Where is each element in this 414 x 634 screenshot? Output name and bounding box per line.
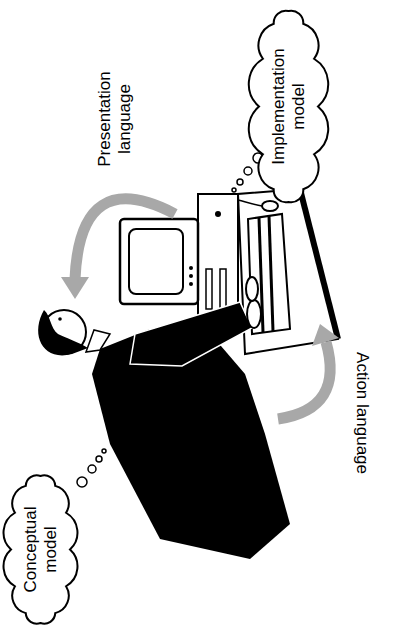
flow-arrows [61, 199, 339, 419]
power-button [215, 211, 221, 217]
mouse [262, 201, 278, 211]
eye [58, 317, 62, 321]
thought-bubble [102, 449, 106, 453]
hand [247, 300, 261, 328]
arrowhead [312, 324, 339, 346]
monitor-knob [189, 274, 193, 278]
thought-bubble [244, 167, 252, 175]
monitor [120, 219, 198, 304]
desk-edge [300, 189, 338, 339]
system-unit [198, 194, 238, 319]
person [38, 277, 290, 559]
drive-slot [220, 269, 226, 309]
desk [238, 189, 338, 354]
arrowhead [61, 277, 89, 299]
monitor-knob [189, 282, 193, 286]
arm [130, 302, 252, 366]
cloud-border [4, 475, 78, 623]
desk-top [238, 189, 338, 354]
thought-bubble [88, 465, 96, 473]
thought-bubble [96, 456, 102, 462]
arrow-label: Action language [352, 352, 372, 474]
thought-bubble [237, 179, 243, 185]
shirt-collar [86, 330, 110, 352]
key-row [269, 216, 273, 331]
cloud-text: Conceptual model [21, 500, 60, 600]
action-arrow [278, 342, 330, 419]
thought-cloud: Conceptual model [2, 467, 79, 632]
hair [38, 310, 88, 355]
thought-bubble [77, 477, 87, 487]
screen [129, 229, 183, 294]
thought-bubble [232, 188, 236, 192]
drive-slot [206, 269, 212, 309]
mouse-cord [238, 200, 262, 206]
hand [246, 277, 258, 301]
cloud-text: Implementation model [269, 42, 308, 172]
cloud-border [249, 11, 328, 203]
thought-cloud: Implementation model [250, 2, 327, 211]
arrow-label: Presentation language [95, 59, 134, 179]
presentation-arrow [75, 199, 175, 279]
monitor-knob [189, 266, 193, 270]
suit [92, 329, 290, 559]
keyboard [248, 214, 290, 334]
